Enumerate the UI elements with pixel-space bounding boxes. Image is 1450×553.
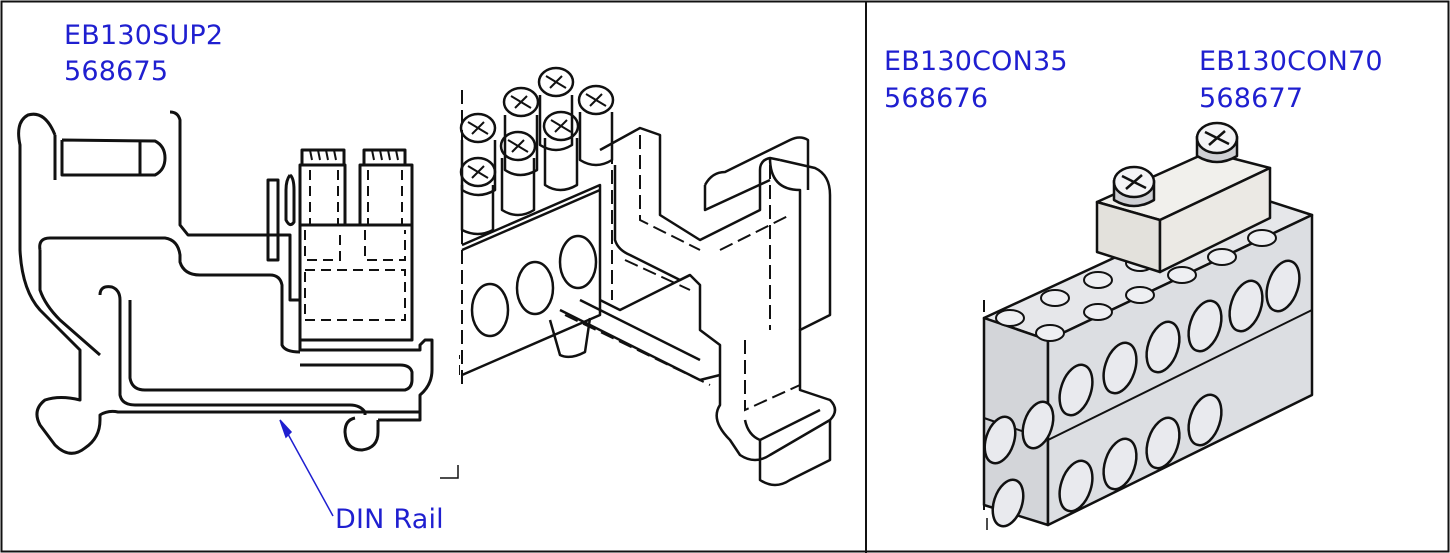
part-name-connector-70: EB130CON70 (1199, 46, 1383, 77)
part-name-connector-35: EB130CON35 (884, 46, 1068, 77)
right-panel: EB130CON35 568676 EB130CON70 568677 (866, 0, 1450, 553)
part-name-support: EB130SUP2 (64, 20, 224, 51)
din-rail-callout: DIN Rail (335, 504, 444, 535)
part-number-connector-35: 568676 (884, 83, 989, 114)
support-isometric-view (459, 66, 837, 487)
support-side-profile (17, 110, 460, 517)
part-number-support: 568675 (64, 56, 169, 87)
left-panel: EB130SUP2 568675 DIN Rail (17, 20, 837, 535)
connector-block-isometric (982, 121, 1314, 530)
part-number-connector-70: 568677 (1199, 83, 1304, 114)
